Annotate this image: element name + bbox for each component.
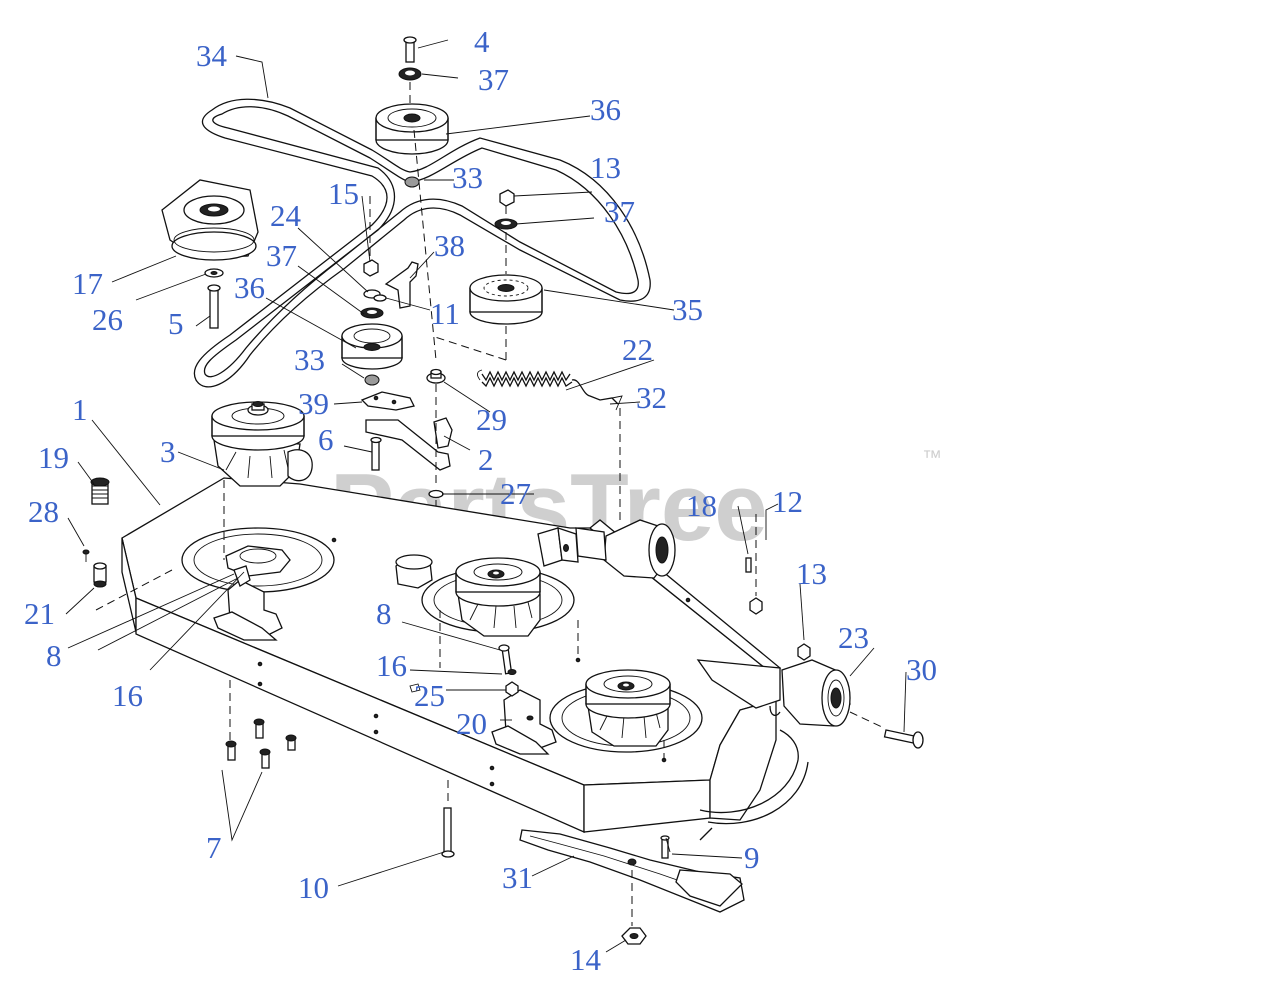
idler-arm-brackets xyxy=(360,261,453,560)
callout-25: 25 xyxy=(414,678,445,713)
nut-15 xyxy=(363,259,379,277)
top-idler-pulley-assembly xyxy=(375,36,449,188)
callout-9: 9 xyxy=(744,840,760,875)
callout-13-top: 13 xyxy=(590,150,621,185)
callout-36-top: 36 xyxy=(590,92,621,127)
idler-arm-2 xyxy=(365,419,451,471)
nut-14 xyxy=(621,927,647,945)
callout-39: 39 xyxy=(298,386,329,421)
bracket-39 xyxy=(360,391,415,411)
callout-26: 26 xyxy=(92,302,123,337)
callout-15: 15 xyxy=(328,176,359,211)
callout-33-left: 33 xyxy=(294,342,325,377)
left-spindle-well xyxy=(181,527,335,593)
electric-pto-clutch xyxy=(161,179,259,329)
callout-3: 3 xyxy=(160,434,176,469)
callout-12: 12 xyxy=(772,484,803,519)
bolt-18 xyxy=(745,557,752,573)
baffle-bracket-16 xyxy=(213,565,283,641)
wheel-bolt-30 xyxy=(883,729,917,744)
fitting-21 xyxy=(93,562,107,588)
callout-32: 32 xyxy=(636,380,667,415)
nut-25 xyxy=(409,681,519,697)
nut-12 xyxy=(749,514,763,615)
callout-10: 10 xyxy=(298,870,329,905)
rear-anti-scalp-wheel xyxy=(575,519,676,579)
callout-6: 6 xyxy=(318,422,334,457)
callout-28: 28 xyxy=(28,494,59,529)
callout-4: 4 xyxy=(474,24,490,59)
right-spindle-assembly xyxy=(585,669,671,747)
left-spindle-assembly xyxy=(211,401,313,487)
callout-29: 29 xyxy=(476,402,507,437)
nut-13-side xyxy=(797,643,811,661)
tension-spring xyxy=(477,369,623,520)
callout-8-center: 8 xyxy=(376,596,392,631)
anti-scalp-wheel-23 xyxy=(769,659,924,749)
callout-16-center: 16 xyxy=(376,648,407,683)
bracket-38 xyxy=(384,261,419,309)
bolt-10 xyxy=(441,807,455,858)
callout-38: 38 xyxy=(434,228,465,263)
alignment-lines xyxy=(95,129,665,926)
callout-37-left: 37 xyxy=(266,238,297,273)
bolt-9 xyxy=(660,835,671,859)
grease-fitting-19 xyxy=(90,477,110,505)
nut-16-center xyxy=(507,669,517,675)
spacer-33-left xyxy=(364,374,380,386)
callout-1: 1 xyxy=(72,392,88,427)
callout-22: 22 xyxy=(622,332,653,367)
callout-11: 11 xyxy=(430,296,460,331)
center-spindle-assembly xyxy=(395,554,541,637)
callout-5: 5 xyxy=(168,306,184,341)
callout-17: 17 xyxy=(72,266,103,301)
screw-28 xyxy=(82,549,90,562)
callout-24: 24 xyxy=(270,198,302,233)
leader-lines xyxy=(65,39,907,953)
callout-37-right: 37 xyxy=(604,194,635,229)
watermark-trademark: ™ xyxy=(922,447,942,469)
right-idler-pulley-assembly xyxy=(431,189,543,361)
spring-rod-32 xyxy=(571,379,619,405)
callout-2: 2 xyxy=(478,442,494,477)
washer-11 xyxy=(373,294,387,302)
callout-33-top: 33 xyxy=(452,160,483,195)
bracket-near-rear xyxy=(537,527,579,567)
bolts-7 xyxy=(225,718,297,769)
callout-34: 34 xyxy=(196,38,228,73)
callout-labels: 1 2 3 4 5 6 7 8 8 9 10 11 12 13 13 14 15… xyxy=(24,24,937,977)
callout-19: 19 xyxy=(38,440,69,475)
callout-27: 27 xyxy=(500,476,531,511)
callout-20: 20 xyxy=(456,706,487,741)
callout-30: 30 xyxy=(906,652,937,687)
callout-21: 21 xyxy=(24,596,55,631)
callout-35: 35 xyxy=(672,292,703,327)
baffle-bracket-20 xyxy=(491,689,557,755)
callout-37-top: 37 xyxy=(478,62,509,97)
callout-7: 7 xyxy=(206,830,222,865)
callout-8-left: 8 xyxy=(46,638,62,673)
bolt-5 xyxy=(209,287,219,329)
nut-13-top xyxy=(499,189,515,207)
callout-23: 23 xyxy=(838,620,869,655)
spacer-33-top xyxy=(404,176,420,188)
callout-36-left: 36 xyxy=(234,270,265,305)
callout-18: 18 xyxy=(686,488,717,523)
callout-31: 31 xyxy=(502,860,533,895)
washer-27 xyxy=(428,489,444,499)
bolt-6 xyxy=(371,439,380,471)
callout-16-left: 16 xyxy=(112,678,143,713)
bolt-8-left xyxy=(233,565,251,587)
callout-13-right: 13 xyxy=(796,556,827,591)
callout-14: 14 xyxy=(570,942,602,977)
